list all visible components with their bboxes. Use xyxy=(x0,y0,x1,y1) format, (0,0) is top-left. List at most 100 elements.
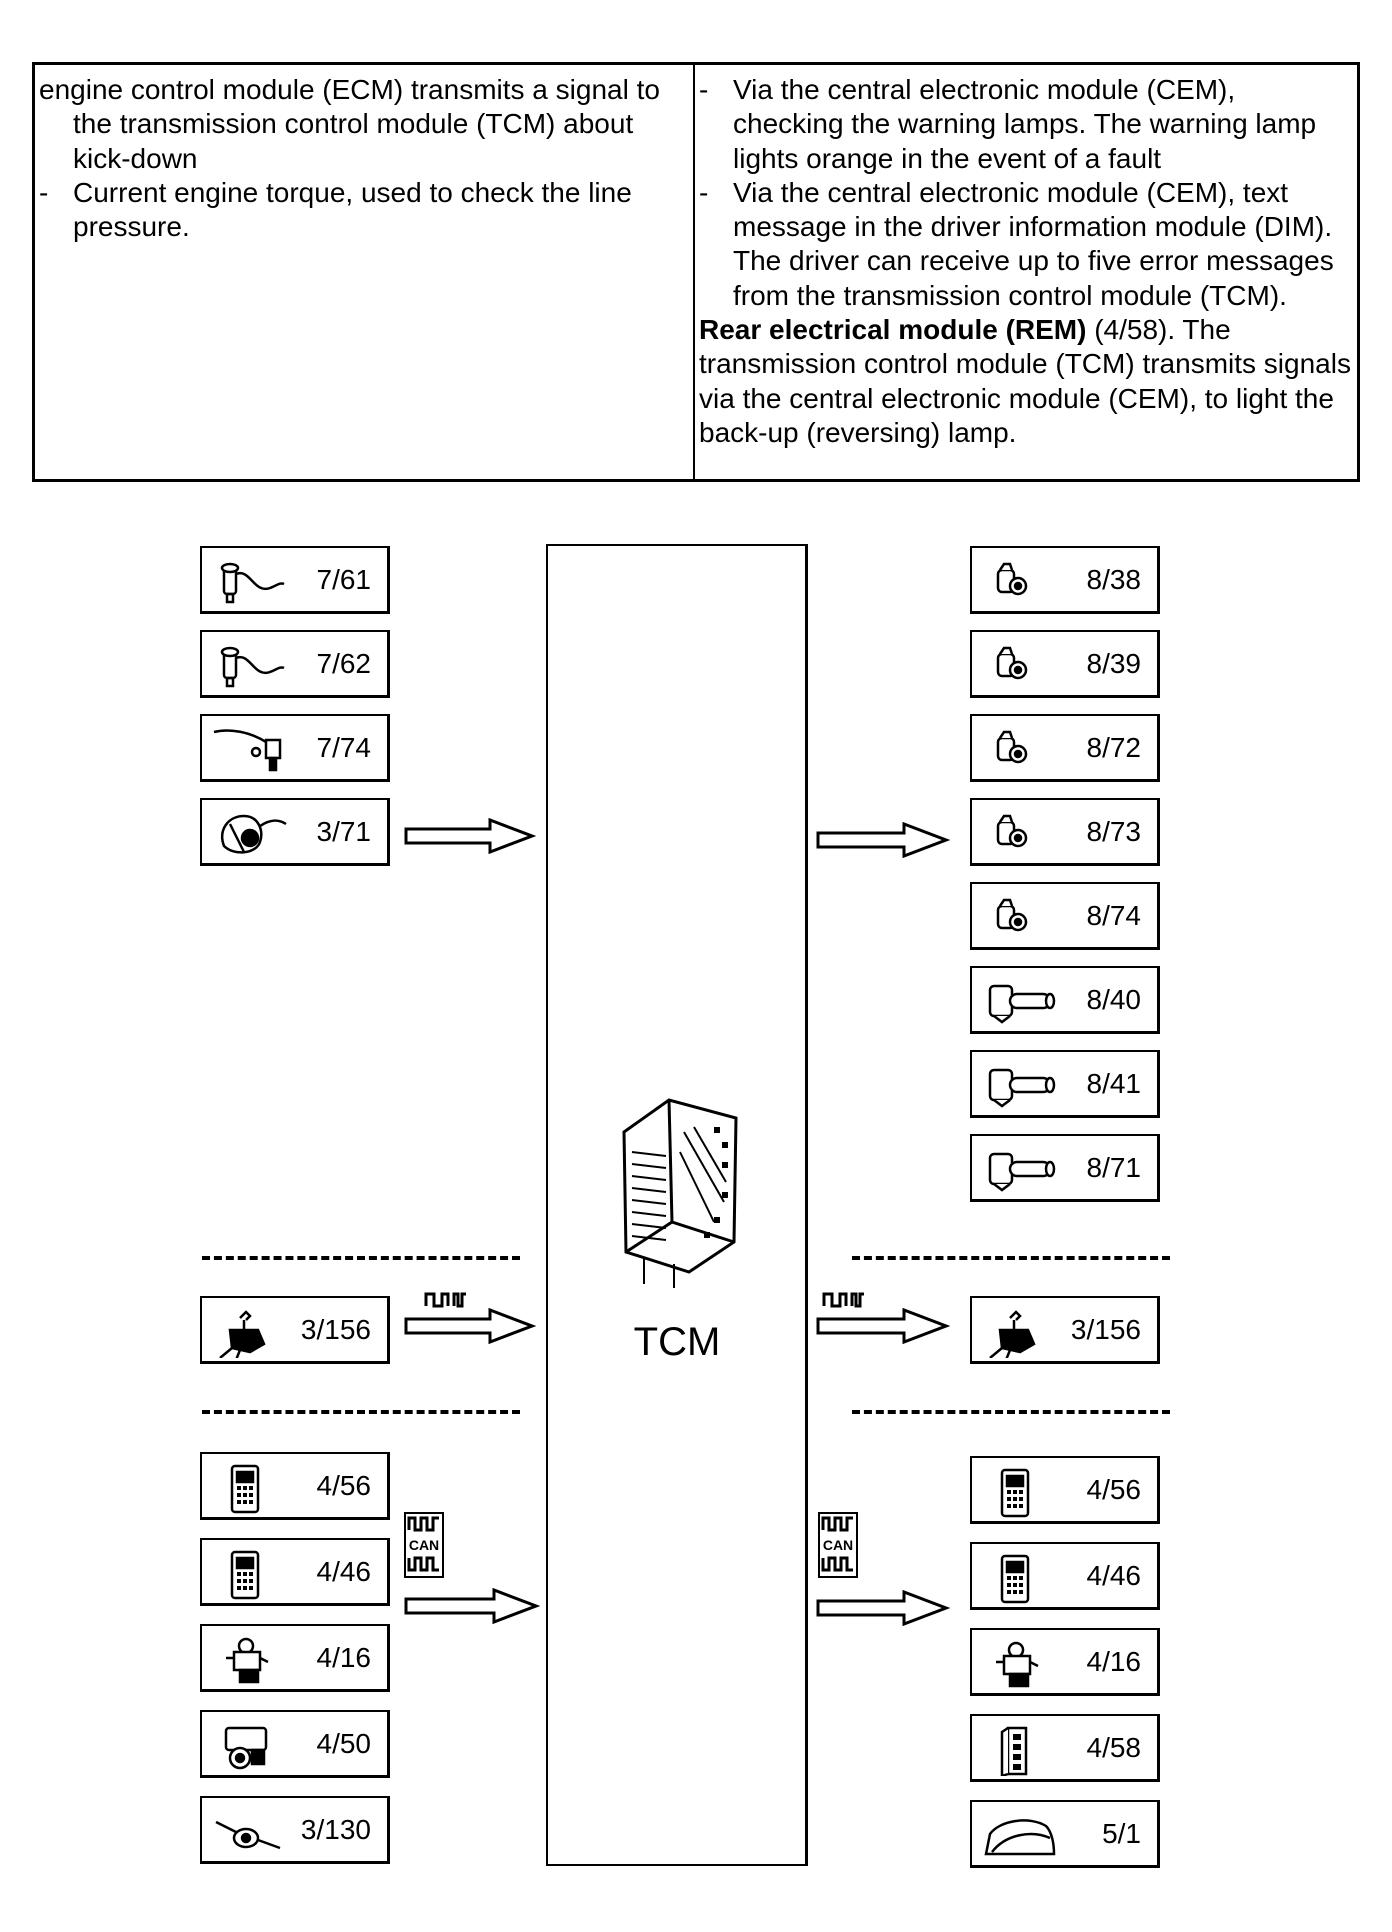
component-box: 7/74 xyxy=(200,714,390,782)
component-code: 7/61 xyxy=(316,564,372,595)
component-code: 3/156 xyxy=(1070,1314,1141,1345)
description-table: engine control module (ECM) transmits a … xyxy=(32,62,1360,482)
output-arrow xyxy=(816,821,951,863)
component-code: 8/41 xyxy=(1086,1068,1142,1099)
component-code: 3/130 xyxy=(300,1814,371,1845)
component-box: 4/46 xyxy=(200,1538,390,1606)
component-code: 8/38 xyxy=(1086,564,1142,595)
dashed-separator xyxy=(852,1410,1170,1414)
table-right-column: - Via the central electronic module (CEM… xyxy=(695,65,1357,479)
solenoid-icon xyxy=(980,638,1058,692)
solenoid-icon xyxy=(980,806,1058,860)
rem-text: (4/58). The transmission control module … xyxy=(699,314,1351,448)
steering-module-icon xyxy=(980,1636,1058,1690)
solenoid-icon xyxy=(980,722,1058,776)
tcm-label: TCM xyxy=(633,1320,721,1364)
component-box: 5/1 xyxy=(970,1800,1160,1868)
component-code: 4/58 xyxy=(1086,1732,1142,1763)
can-output-arrow xyxy=(816,1589,951,1631)
component-box: 3/156 xyxy=(970,1296,1160,1364)
control-module-icon xyxy=(210,1460,288,1514)
component-code: 5/1 xyxy=(1102,1818,1141,1849)
component-box: 4/56 xyxy=(200,1452,390,1520)
tcm-panel xyxy=(546,544,808,1866)
rem-paragraph: Rear electrical module (REM) (4/58). The… xyxy=(699,313,1353,450)
component-code: 8/74 xyxy=(1086,900,1142,931)
pressure-solenoid-icon xyxy=(980,1142,1058,1196)
component-box: 8/72 xyxy=(970,714,1160,782)
component-box: 4/16 xyxy=(200,1624,390,1692)
component-code: 4/46 xyxy=(316,1556,372,1587)
sensor-icon xyxy=(210,1804,288,1858)
component-box: 8/38 xyxy=(970,546,1160,614)
bullet-dash: - xyxy=(699,74,709,105)
gear-selector-sensor-icon xyxy=(210,806,288,860)
ecm-kickdown-text: engine control module (ECM) transmits a … xyxy=(39,74,660,174)
component-box: 3/156 xyxy=(200,1296,390,1364)
tcm-signal-diagram: TCM 7/61 7/62 7/74 3/71 3/156 4/56 4/46 4/16 4/5… xyxy=(0,500,1392,1932)
component-code: 3/156 xyxy=(300,1314,371,1345)
component-box: 4/56 xyxy=(970,1456,1160,1524)
instrument-cluster-icon xyxy=(980,1808,1058,1862)
rear-module-icon xyxy=(980,1722,1058,1778)
control-module-icon xyxy=(980,1550,1058,1604)
component-code: 8/40 xyxy=(1086,984,1142,1015)
component-box: 8/71 xyxy=(970,1134,1160,1202)
component-code: 4/50 xyxy=(316,1728,372,1759)
speed-sensor-icon xyxy=(210,638,288,692)
temperature-sensor-icon xyxy=(210,722,288,776)
component-code: 7/62 xyxy=(316,648,372,679)
engine-torque-text: Current engine torque, used to check the… xyxy=(73,176,632,243)
component-box: 8/39 xyxy=(970,630,1160,698)
component-code: 4/56 xyxy=(316,1470,372,1501)
component-code: 4/16 xyxy=(1086,1646,1142,1677)
component-box: 8/74 xyxy=(970,882,1160,950)
control-module-icon xyxy=(210,1546,288,1600)
bullet-dash: - xyxy=(39,176,49,208)
component-box: 4/16 xyxy=(970,1628,1160,1696)
dashed-separator xyxy=(202,1256,520,1260)
can-bus-icon: CAN xyxy=(818,1512,858,1583)
solenoid-icon xyxy=(980,554,1058,608)
serial-output-arrow xyxy=(816,1307,951,1349)
component-code: 8/71 xyxy=(1086,1152,1142,1183)
can-bus-icon: CAN xyxy=(404,1512,444,1583)
warning-lamp-text: Via the central electronic module (CEM),… xyxy=(733,74,1317,174)
pressure-solenoid-icon xyxy=(980,1058,1058,1112)
dashed-separator xyxy=(202,1410,520,1414)
brake-module-icon xyxy=(210,1718,288,1772)
component-code: 4/16 xyxy=(316,1642,372,1673)
component-box: 3/130 xyxy=(200,1796,390,1864)
component-code: 8/73 xyxy=(1086,816,1142,847)
component-box: 8/41 xyxy=(970,1050,1160,1118)
table-left-column: engine control module (ECM) transmits a … xyxy=(35,65,695,479)
gear-shift-lever-icon xyxy=(210,1304,288,1361)
solenoid-icon xyxy=(980,890,1058,944)
can-input-arrow xyxy=(404,1587,541,1629)
warning-lamp-item: - Via the central electronic module (CEM… xyxy=(699,73,1353,176)
serial-signal-icon xyxy=(822,1290,866,1315)
engine-torque-item: - Current engine torque, used to check t… xyxy=(39,176,689,245)
component-box: 4/46 xyxy=(970,1542,1160,1610)
component-code: 4/46 xyxy=(1086,1560,1142,1591)
component-box: 4/50 xyxy=(200,1710,390,1778)
component-box: 7/61 xyxy=(200,546,390,614)
svg-text:CAN: CAN xyxy=(409,1537,439,1553)
dashed-separator xyxy=(852,1256,1170,1260)
pressure-solenoid-icon xyxy=(980,974,1058,1028)
component-code: 7/74 xyxy=(316,732,372,763)
component-code: 8/72 xyxy=(1086,732,1142,763)
component-box: 8/73 xyxy=(970,798,1160,866)
svg-text:CAN: CAN xyxy=(823,1537,853,1553)
serial-signal-icon xyxy=(424,1290,468,1315)
component-box: 3/71 xyxy=(200,798,390,866)
speed-sensor-icon xyxy=(210,554,288,608)
serial-input-arrow xyxy=(404,1307,537,1349)
input-arrow xyxy=(404,817,537,859)
steering-module-icon xyxy=(210,1632,288,1686)
component-code: 8/39 xyxy=(1086,648,1142,679)
component-code: 4/56 xyxy=(1086,1474,1142,1505)
component-code: 3/71 xyxy=(316,816,372,847)
dim-message-item: - Via the central electronic module (CEM… xyxy=(699,176,1353,313)
bullet-dash: - xyxy=(699,176,709,208)
